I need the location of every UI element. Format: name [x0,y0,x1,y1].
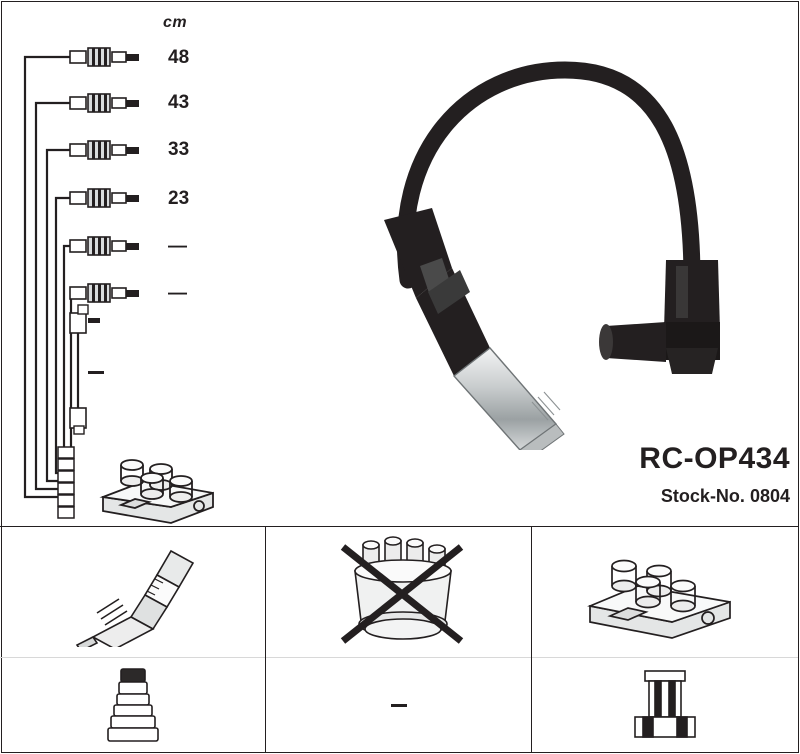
icon-cell-spark-plug-bottom [0,658,265,752]
spark-plug-icon [75,549,194,647]
scale-unit-label: cm [163,14,188,31]
stock-number-label: Stock-No. [660,486,745,506]
cable-length-5: — [168,236,187,257]
icon-cell-spark-plug-top [0,527,265,658]
right-coil-connector [599,260,720,374]
cable-length-6: — [168,283,187,304]
crossed-out-marker [340,544,463,644]
rubber-boot-icon [106,668,159,742]
cable-length-4: 23 [168,188,190,209]
left-plug-boot [384,208,565,450]
ignition-cable-main [384,61,720,450]
dash-icon [390,703,407,707]
icon-cell-distributor-cap-top [266,527,531,658]
stock-number: Stock-No. 0804 [560,486,790,507]
cable-length-2: 43 [168,92,190,113]
cable-length-3: 33 [168,139,190,160]
coil-connector-icon [634,670,696,738]
ignition-coil-pack [99,459,214,524]
ignition-coil-pack-icon [587,559,731,639]
main-illustration-panel: cm 48 43 33 23 — — [0,14,798,527]
accessory-lead-length-dash [88,371,104,374]
sleeve-marking [531,391,561,421]
icon-cell-spark-plug [0,527,266,752]
cable-connectors [69,47,139,303]
icon-cell-coil-pack-top [532,527,798,658]
icon-cell-coil-pack-bottom [532,658,798,752]
part-number: RC-OP434 [639,442,790,475]
cable-length-1: 48 [168,47,190,68]
ignition-cable-set [23,47,139,519]
application-icon-strip [0,527,798,752]
icon-cell-distributor-cap-bottom [266,658,531,752]
stock-number-value: 0804 [749,486,790,506]
distributor-cap-icon [340,536,463,644]
icon-cell-distributor-cap [266,527,532,752]
icon-cell-coil-pack [532,527,798,752]
cable-terminal-stack [57,446,75,519]
